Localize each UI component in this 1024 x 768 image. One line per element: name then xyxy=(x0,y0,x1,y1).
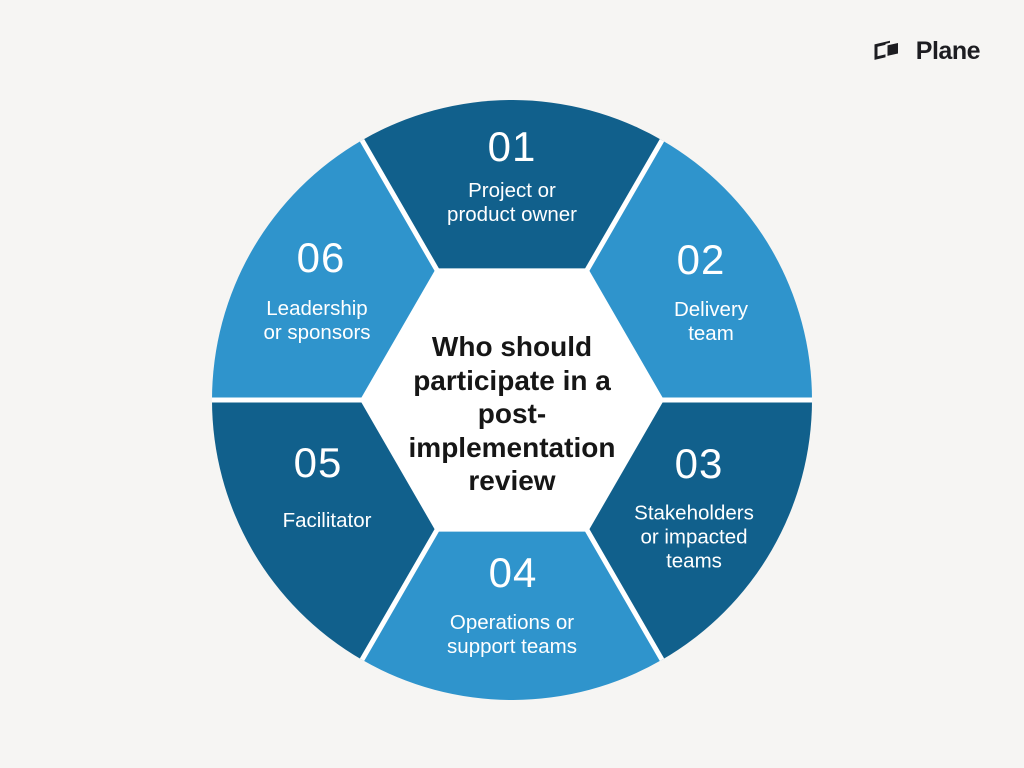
wheel-graphic xyxy=(212,100,812,700)
segment-03-label: Stakeholders or impacted teams xyxy=(634,501,754,574)
plane-logo-icon xyxy=(872,36,908,66)
participants-wheel-diagram: 01 Project or product owner 02 Delivery … xyxy=(212,100,812,700)
segment-01-number: 01 xyxy=(487,123,537,170)
segment-04-label: Operations or support teams xyxy=(447,610,577,658)
brand-logo-text: Plane xyxy=(915,36,981,65)
segment-02-label: Delivery team xyxy=(673,297,749,345)
brand-logo: Plane xyxy=(872,36,981,66)
segment-04-number: 04 xyxy=(488,549,538,596)
segment-06-number: 06 xyxy=(296,234,346,281)
segment-04-shape xyxy=(362,400,662,700)
segment-01-label: Project or product owner xyxy=(447,178,577,226)
diagram-title: Who should participate in a post- implem… xyxy=(408,331,616,497)
center-hexagon xyxy=(360,268,664,532)
segment-01-shape xyxy=(362,100,662,400)
segment-02-number: 02 xyxy=(676,236,726,283)
segment-06-label: Leadership or sponsors xyxy=(263,296,371,344)
segment-05-number: 05 xyxy=(293,439,343,486)
segment-05-label: Facilitator xyxy=(282,508,372,532)
segment-03-number: 03 xyxy=(674,440,724,487)
